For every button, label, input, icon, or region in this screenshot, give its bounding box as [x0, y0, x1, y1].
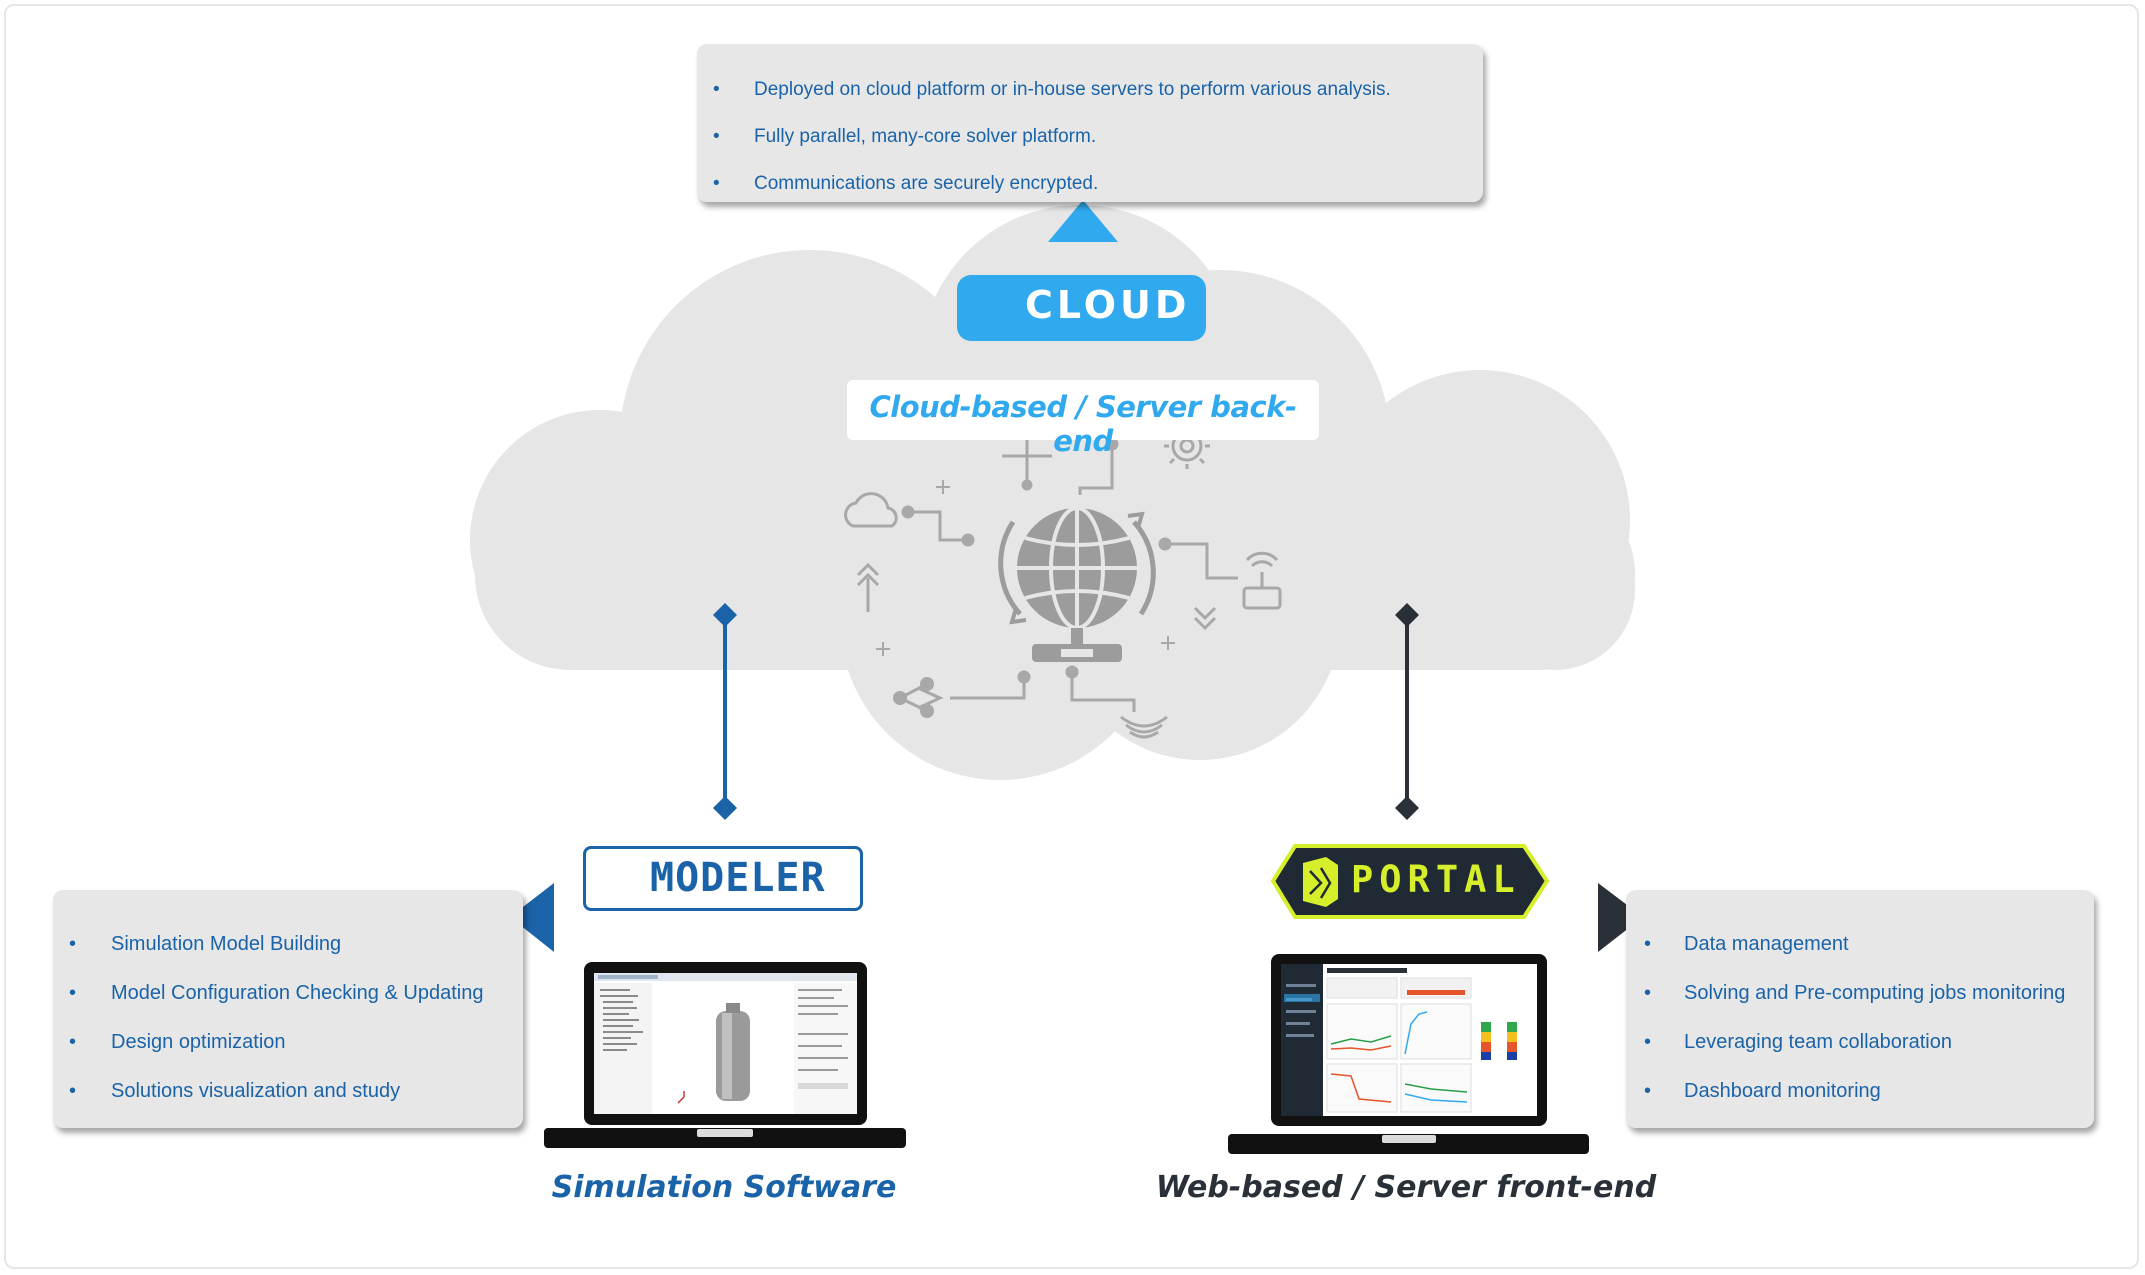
share-icon	[893, 677, 934, 718]
download-arrow-icon	[1193, 606, 1217, 631]
modeler-caption: Simulation Software	[551, 1170, 897, 1205]
cloud-features-card: Deployed on cloud platform or in-house s…	[697, 44, 1483, 207]
left-arrow-modeler	[510, 883, 554, 952]
list-item: Deployed on cloud platform or in-house s…	[697, 66, 1483, 113]
upload-arrow-icon	[856, 562, 880, 612]
column-profile-icon	[1481, 1022, 1517, 1060]
list-item: Design optimization	[53, 1018, 523, 1067]
list-item: Communications are securely encrypted.	[697, 160, 1483, 207]
list-item: Dashboard monitoring	[1626, 1067, 2094, 1116]
list-item: Leveraging team collaboration	[1626, 1018, 2094, 1067]
portal-features-card: Data management Solving and Pre-computin…	[1626, 890, 2094, 1128]
list-item: Solving and Pre-computing jobs monitorin…	[1626, 969, 2094, 1018]
cloud-subtitle-box: Cloud-based / Server back-end	[847, 380, 1319, 458]
network-illustration	[876, 437, 1238, 712]
up-arrow-cloud	[1048, 200, 1118, 242]
connector-modeler	[713, 603, 737, 820]
cloud-badge-label: CLOUD	[1025, 283, 1191, 327]
right-arrow-portal	[1598, 883, 1643, 952]
modeler-features-card: Simulation Model Building Model Configur…	[53, 890, 523, 1128]
list-item: Model Configuration Checking & Updating	[53, 969, 523, 1018]
portal-app-illustration	[1281, 964, 1517, 1116]
modeler-screen-image	[594, 973, 857, 1114]
wifi-signal-icon	[1120, 715, 1168, 739]
modeler-badge: MODELER	[583, 846, 863, 911]
list-item: Fully parallel, many-core solver platfor…	[697, 113, 1483, 160]
cloud-small-icon	[844, 492, 898, 528]
router-icon	[1242, 551, 1282, 610]
portal-badge	[1270, 844, 1550, 919]
globe-icon	[998, 506, 1156, 662]
list-item: Solutions visualization and study	[53, 1067, 523, 1116]
modeler-badge-label: MODELER	[650, 855, 826, 901]
connector-portal	[1395, 603, 1419, 820]
outer-frame	[4, 4, 2139, 1269]
list-item: Data management	[1626, 920, 2094, 969]
list-item: Simulation Model Building	[53, 920, 523, 969]
cloud-badge: CLOUD	[957, 275, 1206, 341]
portal-badge-label: PORTAL	[1351, 858, 1521, 901]
cloud-subtitle: Cloud-based / Server back-end	[869, 390, 1297, 458]
portal-caption: Web-based / Server front-end	[1155, 1170, 1657, 1205]
modeler-app-illustration	[594, 973, 857, 1114]
portal-screen-image	[1281, 964, 1537, 1116]
